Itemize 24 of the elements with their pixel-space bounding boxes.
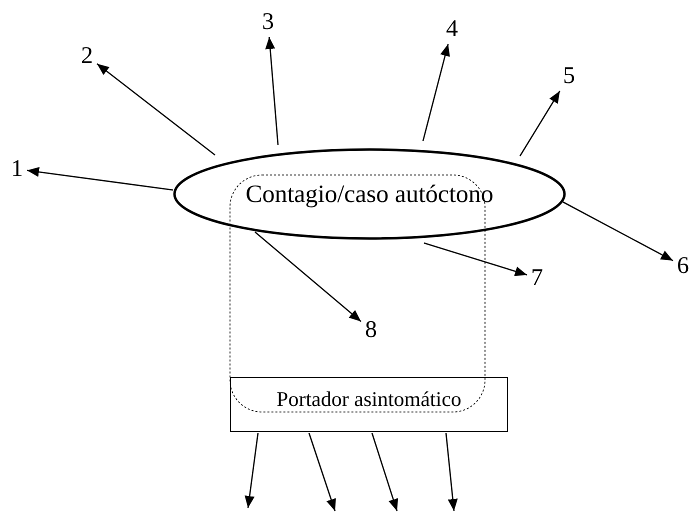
number-label: 4 [443, 15, 461, 43]
number-label: 3 [259, 8, 277, 36]
arrow [308, 432, 336, 512]
node-label: Portador asintomático [276, 389, 462, 410]
number-label: 8 [362, 316, 380, 344]
number-label: 5 [560, 62, 578, 90]
arrow [519, 90, 560, 156]
number-label: 6 [674, 252, 692, 280]
arrow [254, 232, 362, 322]
arrow [422, 44, 450, 142]
arrow [26, 167, 174, 191]
number-label: 2 [78, 42, 96, 70]
number-label: 7 [528, 264, 546, 292]
rectangle-node [230, 377, 508, 432]
arrow [96, 63, 216, 156]
arrow [424, 242, 528, 276]
number-label: 1 [8, 155, 26, 183]
arrow [244, 432, 259, 508]
arrow [265, 36, 279, 146]
arrow [562, 201, 674, 262]
ellipse-node [173, 148, 566, 240]
arrow [371, 432, 398, 512]
arrow [445, 432, 458, 512]
node-label: Contagio/caso autóctono [246, 182, 494, 206]
